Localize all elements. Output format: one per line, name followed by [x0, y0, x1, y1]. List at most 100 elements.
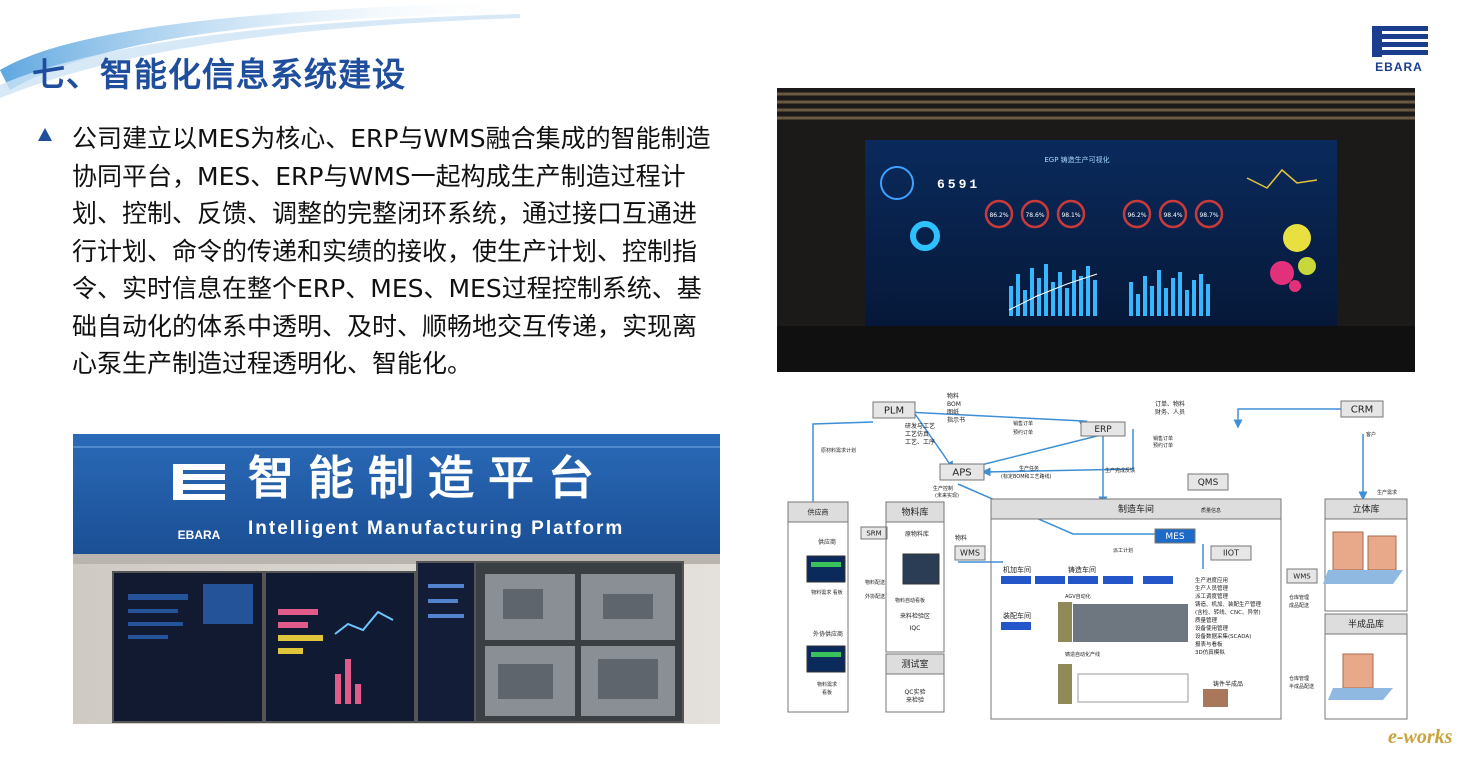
qms-box-label: QMS [1198, 478, 1219, 488]
mes-feature-item: 铸造、机加、装配生产管理 [1195, 600, 1262, 608]
assembly-label: 装配车间 [1003, 611, 1031, 620]
test-room-header: 测试室 [901, 658, 928, 670]
screen-bar-right [1192, 280, 1196, 316]
semi-header: 半成品库 [1348, 618, 1384, 630]
mes-box-label-box [1154, 528, 1196, 544]
aps-box-label-box [939, 463, 985, 481]
platform-sign-en: Intelligent Manufacturing Platform [248, 518, 624, 539]
stereo-header: 立体库 [1352, 503, 1379, 515]
casting-label: 铸造车间 [1068, 565, 1096, 574]
screen-clock-icon [880, 166, 914, 200]
feedback-label: 生产完成反馈 [1105, 467, 1135, 474]
warehouse-monitor-icon [902, 553, 940, 585]
plm-note2: 工艺仿真 [905, 430, 929, 438]
material-plan-label: 原材料需求计划 [821, 447, 856, 454]
watermark-text: e-works [1388, 726, 1453, 748]
aps-task-label: 生产任务 [1019, 465, 1039, 472]
aps-control-label-2: (未来实现) [935, 492, 959, 499]
incoming-label: 来料检验区 [900, 612, 930, 620]
mes-feature-item: 派工调度管理 [1195, 592, 1229, 600]
stereo-warehouse-icon [1323, 531, 1403, 584]
semi-warehouse-icon [1328, 653, 1393, 700]
finished-parts-label: 铸件半成品 [1213, 680, 1243, 688]
screen-bar-left [1016, 274, 1020, 316]
dispatch-plan-label: 派工计划 [1113, 547, 1133, 554]
agv-label: AGV自动化 [1065, 593, 1091, 600]
mes-feature-item: 报表与看板 [1195, 640, 1223, 648]
screen-photo-drawing: EGP 铸造生产可视化 6591 86.2%78.6%98.1%96.2%98.… [777, 88, 1415, 372]
screen-gauge-ring [984, 199, 1014, 229]
logo-text: EBARA [1375, 60, 1423, 74]
platform-sign-logo-icon [173, 464, 225, 500]
workshop-frame [990, 518, 1282, 720]
screen-counter: 6591 [937, 177, 980, 192]
screen-bar-right [1171, 278, 1175, 316]
qms-box-label-box [1187, 473, 1229, 491]
screen-bar-left [1037, 278, 1041, 316]
screen-bar-left [1023, 290, 1027, 316]
test-room-frame [885, 673, 945, 713]
crm-box-label-box [1340, 400, 1384, 418]
screen-gauge-value: 98.4% [1163, 212, 1182, 219]
erp-box-label: ERP [1094, 425, 1112, 435]
aps-task-label-2: (标定BOM和工艺路线) [1001, 473, 1052, 480]
stereo-frame [1324, 518, 1408, 612]
erp-box-label-box [1080, 421, 1126, 437]
qc-label: QC实验 [905, 688, 926, 696]
screen-gauge-ring [1158, 199, 1188, 229]
screen-bar-left [1030, 268, 1034, 316]
screen-gauge-value: 98.1% [1061, 212, 1080, 219]
plm-note2: 研发与工艺 [905, 422, 935, 430]
material-wms-label: 物料 [955, 534, 967, 542]
material-dist-label: 物料配送 [865, 579, 885, 586]
screen-gauge-ring [1020, 199, 1050, 229]
screen-gauge-ring [1056, 199, 1086, 229]
outsource-dist-label: 外协配送 [865, 593, 885, 600]
screen-donut-icon [910, 221, 940, 251]
screen-gauge-value: 86.2% [989, 212, 1008, 219]
screen-panel [865, 140, 1337, 326]
outsource-label: 外协供应商 [813, 630, 843, 638]
plm-box-label-box [872, 401, 916, 419]
product-dist-label: 成品配送 [1289, 602, 1309, 609]
supplier-header: 供应商 [808, 507, 829, 516]
mes-box-label: MES [1165, 532, 1184, 542]
workshop-header: 制造车间 [1118, 503, 1154, 515]
srm-box-label-box [860, 526, 888, 540]
wms-box-label: WMS [960, 549, 980, 558]
customer-label: 客户 [1366, 431, 1376, 438]
semi-frame [1324, 633, 1408, 720]
finished-parts-icon [1203, 689, 1228, 707]
screen-bar-right [1136, 294, 1140, 316]
platform-sign-cn: 智能制造平台 [248, 451, 608, 505]
platform-screen-3 [416, 561, 476, 723]
warehouse-mgmt-label-2: 仓库管理 [1289, 675, 1309, 682]
cast-strip [1058, 664, 1072, 704]
supplier-frame [787, 521, 849, 713]
screen-gauge-ring [1194, 199, 1224, 229]
srm-box-label: SRM [866, 529, 881, 537]
header-swoosh [0, 2, 520, 98]
plm-note2: 工艺、工序 [905, 438, 935, 446]
erp-note: 财务、人员 [1155, 408, 1185, 416]
screen-gauge-value: 98.7% [1199, 212, 1218, 219]
line-status-bar [1035, 576, 1065, 584]
supplier-label: 供应商 [818, 538, 836, 546]
mes-feature-item: 3D仿真模拟 [1195, 648, 1225, 656]
plm-note: 指示书 [947, 416, 965, 424]
warehouse-mgmt-label: 仓库管理 [1289, 594, 1309, 601]
supplier-monitor-icon [806, 555, 846, 583]
screen-gauge-value: 78.6% [1025, 212, 1044, 219]
aps-control-label: 生产控制 [933, 485, 953, 492]
wms-box-label-box [954, 545, 986, 561]
mes-feature-item: 生产人员管理 [1195, 584, 1229, 592]
screen-bar-right [1164, 288, 1168, 316]
page-title: 七、智能化信息系统建设 [32, 55, 406, 94]
screen-bar-right [1185, 290, 1189, 316]
visualization-screen-photo: EGP 铸造生产可视化 6591 86.2%78.6%98.1%96.2%98.… [777, 88, 1415, 372]
screen-bar-left [1093, 280, 1097, 316]
cast-auto-label: 铸造自动化产线 [1065, 651, 1100, 658]
workshop-photo [1073, 604, 1188, 642]
screen-bar-right [1157, 270, 1161, 316]
screen-bar-left [1079, 276, 1083, 316]
